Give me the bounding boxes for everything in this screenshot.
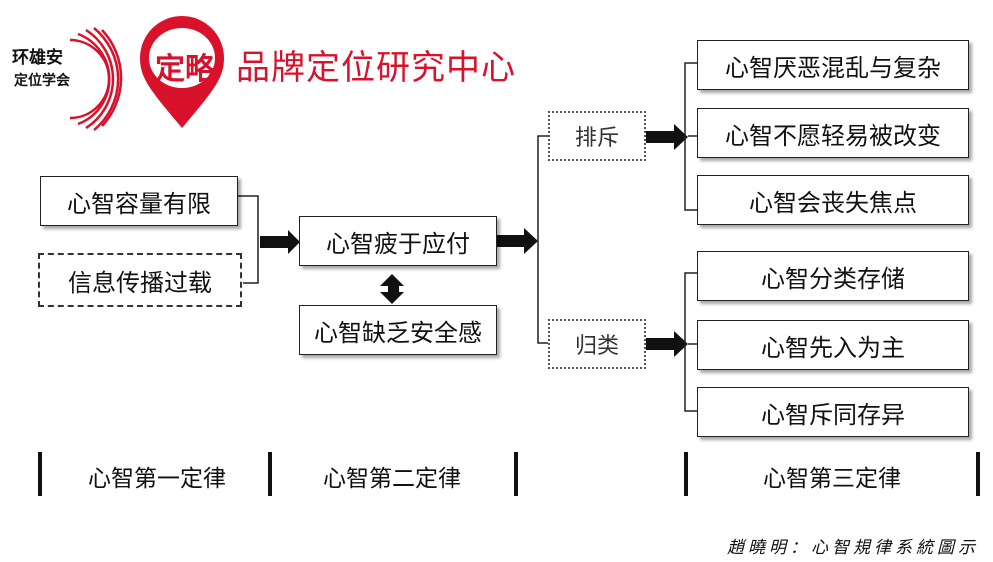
arrow-to-branch: [497, 228, 538, 254]
separator: [976, 452, 980, 496]
separator: [514, 452, 518, 496]
separator: [268, 452, 272, 496]
node-classify: 归类: [548, 319, 646, 369]
node-label: 心智不愿轻易被改变: [725, 121, 941, 150]
law-second: 心智第二定律: [323, 466, 461, 492]
sound-wave-icon: [69, 27, 123, 131]
node-label: 心智先入为主: [761, 333, 905, 362]
node-categorize-store: 心智分类存储: [697, 251, 969, 301]
node-first-impression: 心智先入为主: [697, 320, 969, 370]
separator: [38, 452, 42, 496]
arrow-from-reject: [646, 124, 688, 150]
node-label: 心智厌恶混乱与复杂: [725, 53, 941, 82]
bracket-right-bottom: [684, 272, 697, 412]
location-pin-icon: [140, 16, 224, 128]
node-label: 排斥: [574, 126, 619, 151]
node-label: 归类: [574, 334, 619, 359]
node-info-overload: 信息传播过载: [38, 253, 242, 307]
node-label: 信息传播过载: [68, 268, 212, 297]
center-title: 品牌定位研究中心: [236, 48, 516, 88]
author-signature: 趙曉明：心智規律系統圖示: [727, 538, 979, 558]
arrow-from-classify: [646, 331, 688, 357]
arrow-to-tired: [260, 230, 300, 254]
society-name: 环雄安: [12, 48, 63, 68]
bracket-left: [238, 195, 259, 284]
node-capacity-limited: 心智容量有限: [40, 176, 238, 226]
node-reject: 排斥: [548, 111, 646, 161]
node-label: 心智疲于应付: [326, 229, 470, 258]
double-arrow: [380, 274, 404, 304]
node-seek-similar: 心智斥同存异: [697, 387, 969, 437]
society-subtitle: 定位学会: [14, 73, 70, 89]
node-hate-confusion: 心智厌恶混乱与复杂: [697, 40, 969, 90]
bracket-right-top: [684, 62, 697, 211]
node-mind-insecure: 心智缺乏安全感: [299, 305, 497, 355]
pin-text: 定略: [155, 52, 215, 87]
node-label: 心智会丧失焦点: [749, 188, 917, 217]
node-label: 心智斥同存异: [761, 400, 905, 429]
law-third: 心智第三定律: [763, 466, 901, 492]
node-label: 心智分类存储: [761, 264, 905, 293]
separator: [684, 452, 688, 496]
node-mind-tired: 心智疲于应付: [299, 216, 497, 266]
node-lose-focus: 心智会丧失焦点: [697, 175, 969, 225]
node-label: 心智容量有限: [67, 189, 211, 218]
node-unwilling-change: 心智不愿轻易被改变: [697, 108, 969, 158]
law-first: 心智第一定律: [88, 466, 226, 492]
node-label: 心智缺乏安全感: [314, 318, 482, 347]
